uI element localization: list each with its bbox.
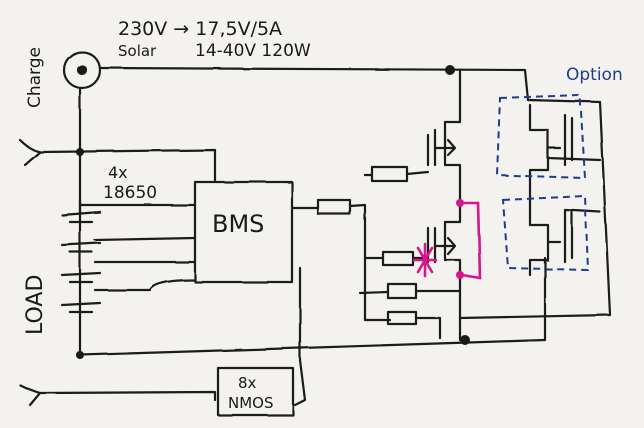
option-label: Option [566, 65, 623, 85]
mosfet-upper [443, 68, 462, 217]
bms-block [193, 180, 294, 284]
nmos-block [216, 366, 295, 417]
bms-label: BMS [212, 210, 264, 238]
charge-connector [62, 50, 102, 90]
battery-stack [60, 210, 102, 314]
battery-count-label: 4x [108, 163, 128, 182]
option-box-upper [495, 93, 587, 180]
bottom-rail-wire [78, 338, 547, 357]
nmos-label: NMOS [228, 394, 274, 412]
charge-label: Charge [25, 47, 45, 108]
spec-line-1: 230V → 17,5V/5A [118, 18, 282, 40]
top-rail-wire [98, 66, 530, 102]
highlight-bracket [460, 201, 482, 280]
option-box-lower [501, 194, 590, 272]
spec-solar-value: 14-40V 120W [195, 41, 311, 61]
battery-type-label: 18650 [103, 183, 157, 203]
nmos-count-label: 8x [238, 374, 257, 392]
spec-solar-label: Solar [118, 42, 157, 60]
load-label: LOAD [23, 275, 48, 335]
